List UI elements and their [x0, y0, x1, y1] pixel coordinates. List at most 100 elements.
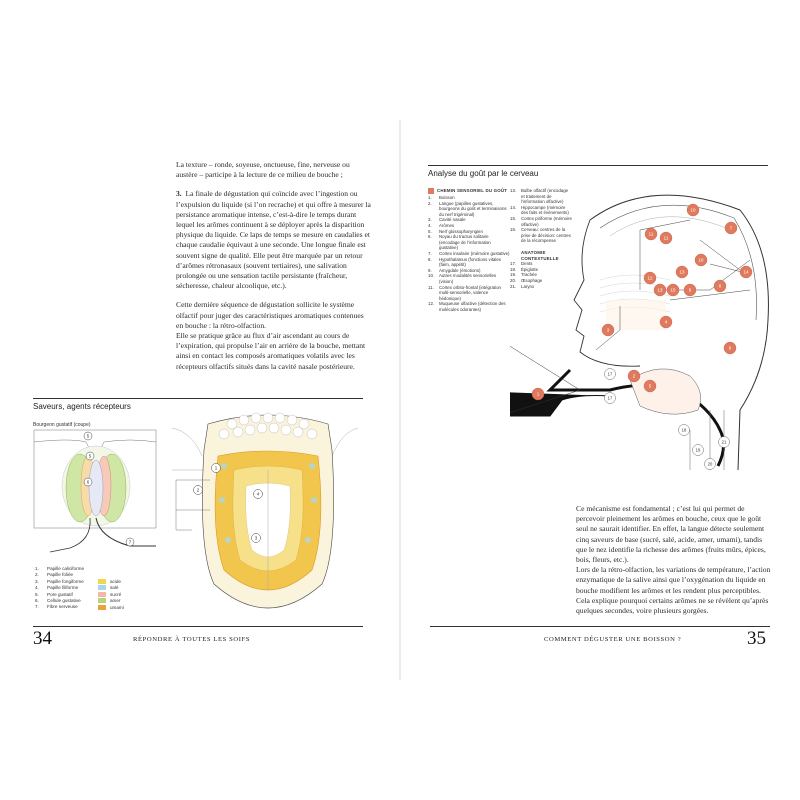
- anatomy-item-17: 17.Dents: [510, 261, 533, 267]
- left-folio: 34: [33, 628, 52, 649]
- legend-item-3: 3.Cavité nasale: [428, 217, 466, 223]
- sucre-swatch: [98, 591, 106, 597]
- legend-item-5: 5.Nerf glossopharyngien: [428, 228, 483, 234]
- taste-bud-diagram: 5 5 6 7: [33, 429, 157, 553]
- point-3-paragraph: 3. La finale de dégustation qui coïncide…: [176, 189, 371, 291]
- right-folio: 35: [747, 628, 766, 649]
- head-callout-11: 11: [649, 232, 654, 237]
- sale-swatch: [98, 585, 106, 591]
- bud-callout-7: 7: [129, 540, 132, 545]
- legend-row-3: 3.Papille fongiforme: [35, 578, 84, 584]
- brain-legend-col1: CHEMIN SENSORIEL DU GOÛT 1.Boisson 2.Lan…: [428, 188, 510, 312]
- head-callout-2: 2: [633, 374, 636, 379]
- head-cross-section-diagram: 10 7 11 11 16 14 12 13 15 9 8 13 4 3 6 2…: [510, 194, 769, 470]
- left-body-text: La texture – ronde, soyeuse, onctueuse, …: [176, 160, 371, 381]
- acide-swatch: [98, 579, 106, 584]
- right-body-text: Ce mécanisme est fondamental ; c’est lui…: [576, 504, 772, 625]
- legend-item-14: 14.Hippocampe (mémoire des faits et évén…: [510, 204, 569, 216]
- brain-legend-col2: 13.Bulbe olfactif (encodage et traitemen…: [510, 188, 572, 289]
- expiration-paragraph: Elle se pratique grâce au flux d’air asc…: [176, 331, 366, 371]
- head-callout-17: 17: [608, 372, 613, 377]
- head-callout-12: 12: [647, 276, 653, 281]
- point-3-number: 3.: [176, 189, 182, 199]
- temperature-paragraph: Lors de la rétro-olfaction, les variatio…: [576, 565, 771, 616]
- anatomy-item-19: 19.Trachée: [510, 272, 537, 278]
- bud-callout-5b: 5: [89, 454, 92, 459]
- head-callout-8: 8: [719, 284, 722, 289]
- legend-row-6: 6.Cellule gustative: [35, 598, 81, 604]
- legend-item-7: 7.Cortex insulaire (mémoire gustative): [428, 250, 510, 256]
- right-figure-top-rule: [428, 165, 768, 166]
- head-callout-17b: 17: [608, 396, 613, 401]
- left-footer-rule: [33, 626, 363, 627]
- papille-legend: 1.Papille caliciforme 2.Papille foliée 3…: [35, 566, 84, 611]
- tongue-callout-1: 1: [215, 466, 218, 471]
- head-callout-13b: 13: [679, 270, 685, 275]
- head-callout-14: 14: [743, 270, 749, 275]
- head-callout-21: 21: [722, 440, 727, 445]
- figure-top-rule: [33, 398, 363, 399]
- legend-item-9: 9.Amygdale (émotions): [428, 267, 481, 273]
- legend-row-7: 7.Fibre nerveuse: [35, 604, 78, 610]
- right-running-head: COMMENT DÉGUSTER UNE BOISSON ?: [544, 636, 682, 643]
- bud-caption: Bourgeon gustatif (coupe): [33, 422, 91, 428]
- taste-row-sale: salé: [98, 585, 124, 591]
- legend-item-11: 11.Cortex orbito-frontal (intégration mu…: [428, 284, 501, 301]
- head-callout-20: 20: [708, 462, 713, 467]
- legend-item-13: 13.Bulbe olfactif (encodage et traitemen…: [510, 188, 569, 205]
- right-figure-title: Analyse du goût par le cerveau: [428, 169, 539, 178]
- head-callout-6: 6: [729, 346, 732, 351]
- head-callout-1: 1: [537, 392, 540, 397]
- legend-item-8: 8.Hypothalamus (fonctions vitales (faim,…: [428, 256, 501, 268]
- head-callout-9: 9: [689, 288, 692, 293]
- head-callout-7: 7: [730, 226, 733, 231]
- left-page: La texture – ronde, soyeuse, onctueuse, …: [33, 160, 371, 649]
- tongue-callout-2: 2: [197, 488, 200, 493]
- head-callout-10: 10: [690, 208, 696, 213]
- amer-swatch: [98, 598, 106, 604]
- taste-row-acide: acide: [98, 579, 124, 585]
- tongue-diagram: 1 2 4 3: [172, 412, 359, 609]
- legend-row-5: 5.Pore gustatif: [35, 591, 73, 597]
- legend-item-6: 6.Noyau du tractus solitaire (encodage d…: [428, 234, 491, 251]
- anatomy-header: ANATOMIE CONTEXTUELLE: [521, 249, 559, 261]
- head-callout-4: 4: [665, 320, 668, 325]
- legend-item-12: 12.Muqueuse olfactive (détection des mol…: [428, 301, 506, 312]
- taste-row-amer: amer: [98, 598, 124, 604]
- mechanism-paragraph: Ce mécanisme est fondamental ; c’est lui…: [576, 504, 766, 565]
- umami-swatch: [98, 604, 106, 610]
- head-callout-5: 5: [649, 384, 652, 389]
- anatomy-item-20: 20.Œsophage: [510, 277, 543, 283]
- legend-header-row: CHEMIN SENSORIEL DU GOÛT: [428, 188, 510, 194]
- legend-item-1: 1.Boisson: [428, 195, 455, 200]
- legend-row-4: 4.Papille filiforme: [35, 585, 79, 591]
- head-callout-11b: 11: [664, 236, 669, 241]
- tongue-callout-4: 4: [257, 492, 260, 497]
- head-callout-16: 16: [698, 258, 704, 263]
- legend-row-2: 2.Papille foliée: [35, 572, 74, 578]
- legend-item-4: 4.Arômes: [428, 222, 455, 228]
- legend-item-10: 10.Autres modalités sensorielles (vision…: [428, 273, 497, 284]
- legend-item-2: 2.Langue (papilles gustatives, bourgeons…: [428, 200, 507, 217]
- accent-square: [428, 188, 434, 194]
- book-gutter: [399, 120, 401, 680]
- point-3-text: La finale de dégustation qui coïncide av…: [176, 189, 371, 291]
- taste-row-sucre: sucré: [98, 591, 124, 598]
- left-running-head: RÉPONDRE À TOUTES LES SOIFS: [133, 636, 251, 643]
- right-footer-rule: [430, 626, 770, 627]
- retro-olfaction-paragraph: Cette dernière séquence de dégustation s…: [176, 300, 364, 330]
- tongue-callout-3: 3: [255, 536, 258, 541]
- bud-callout-6: 6: [87, 480, 90, 485]
- bud-callout-5: 5: [87, 434, 90, 439]
- anatomy-item-21: 21.Larynx: [510, 283, 535, 289]
- legend-item-15: 15.Cortex piriforme (mémoire olfactive): [510, 215, 572, 227]
- anatomy-item-18: 18.Épiglotte: [510, 266, 539, 272]
- intro-paragraph: La texture – ronde, soyeuse, onctueuse, …: [176, 160, 350, 180]
- head-callout-13: 13: [657, 288, 663, 293]
- legend-item-16: 16.Cerveau: centres de la prise de décis…: [510, 227, 571, 244]
- legend-row-1: 1.Papille caliciforme: [35, 566, 85, 571]
- taste-legend: acide salé sucré amer umami: [98, 579, 124, 611]
- head-callout-19: 19: [696, 448, 701, 453]
- taste-row-umami: umami: [98, 604, 124, 611]
- head-callout-18: 18: [682, 428, 687, 433]
